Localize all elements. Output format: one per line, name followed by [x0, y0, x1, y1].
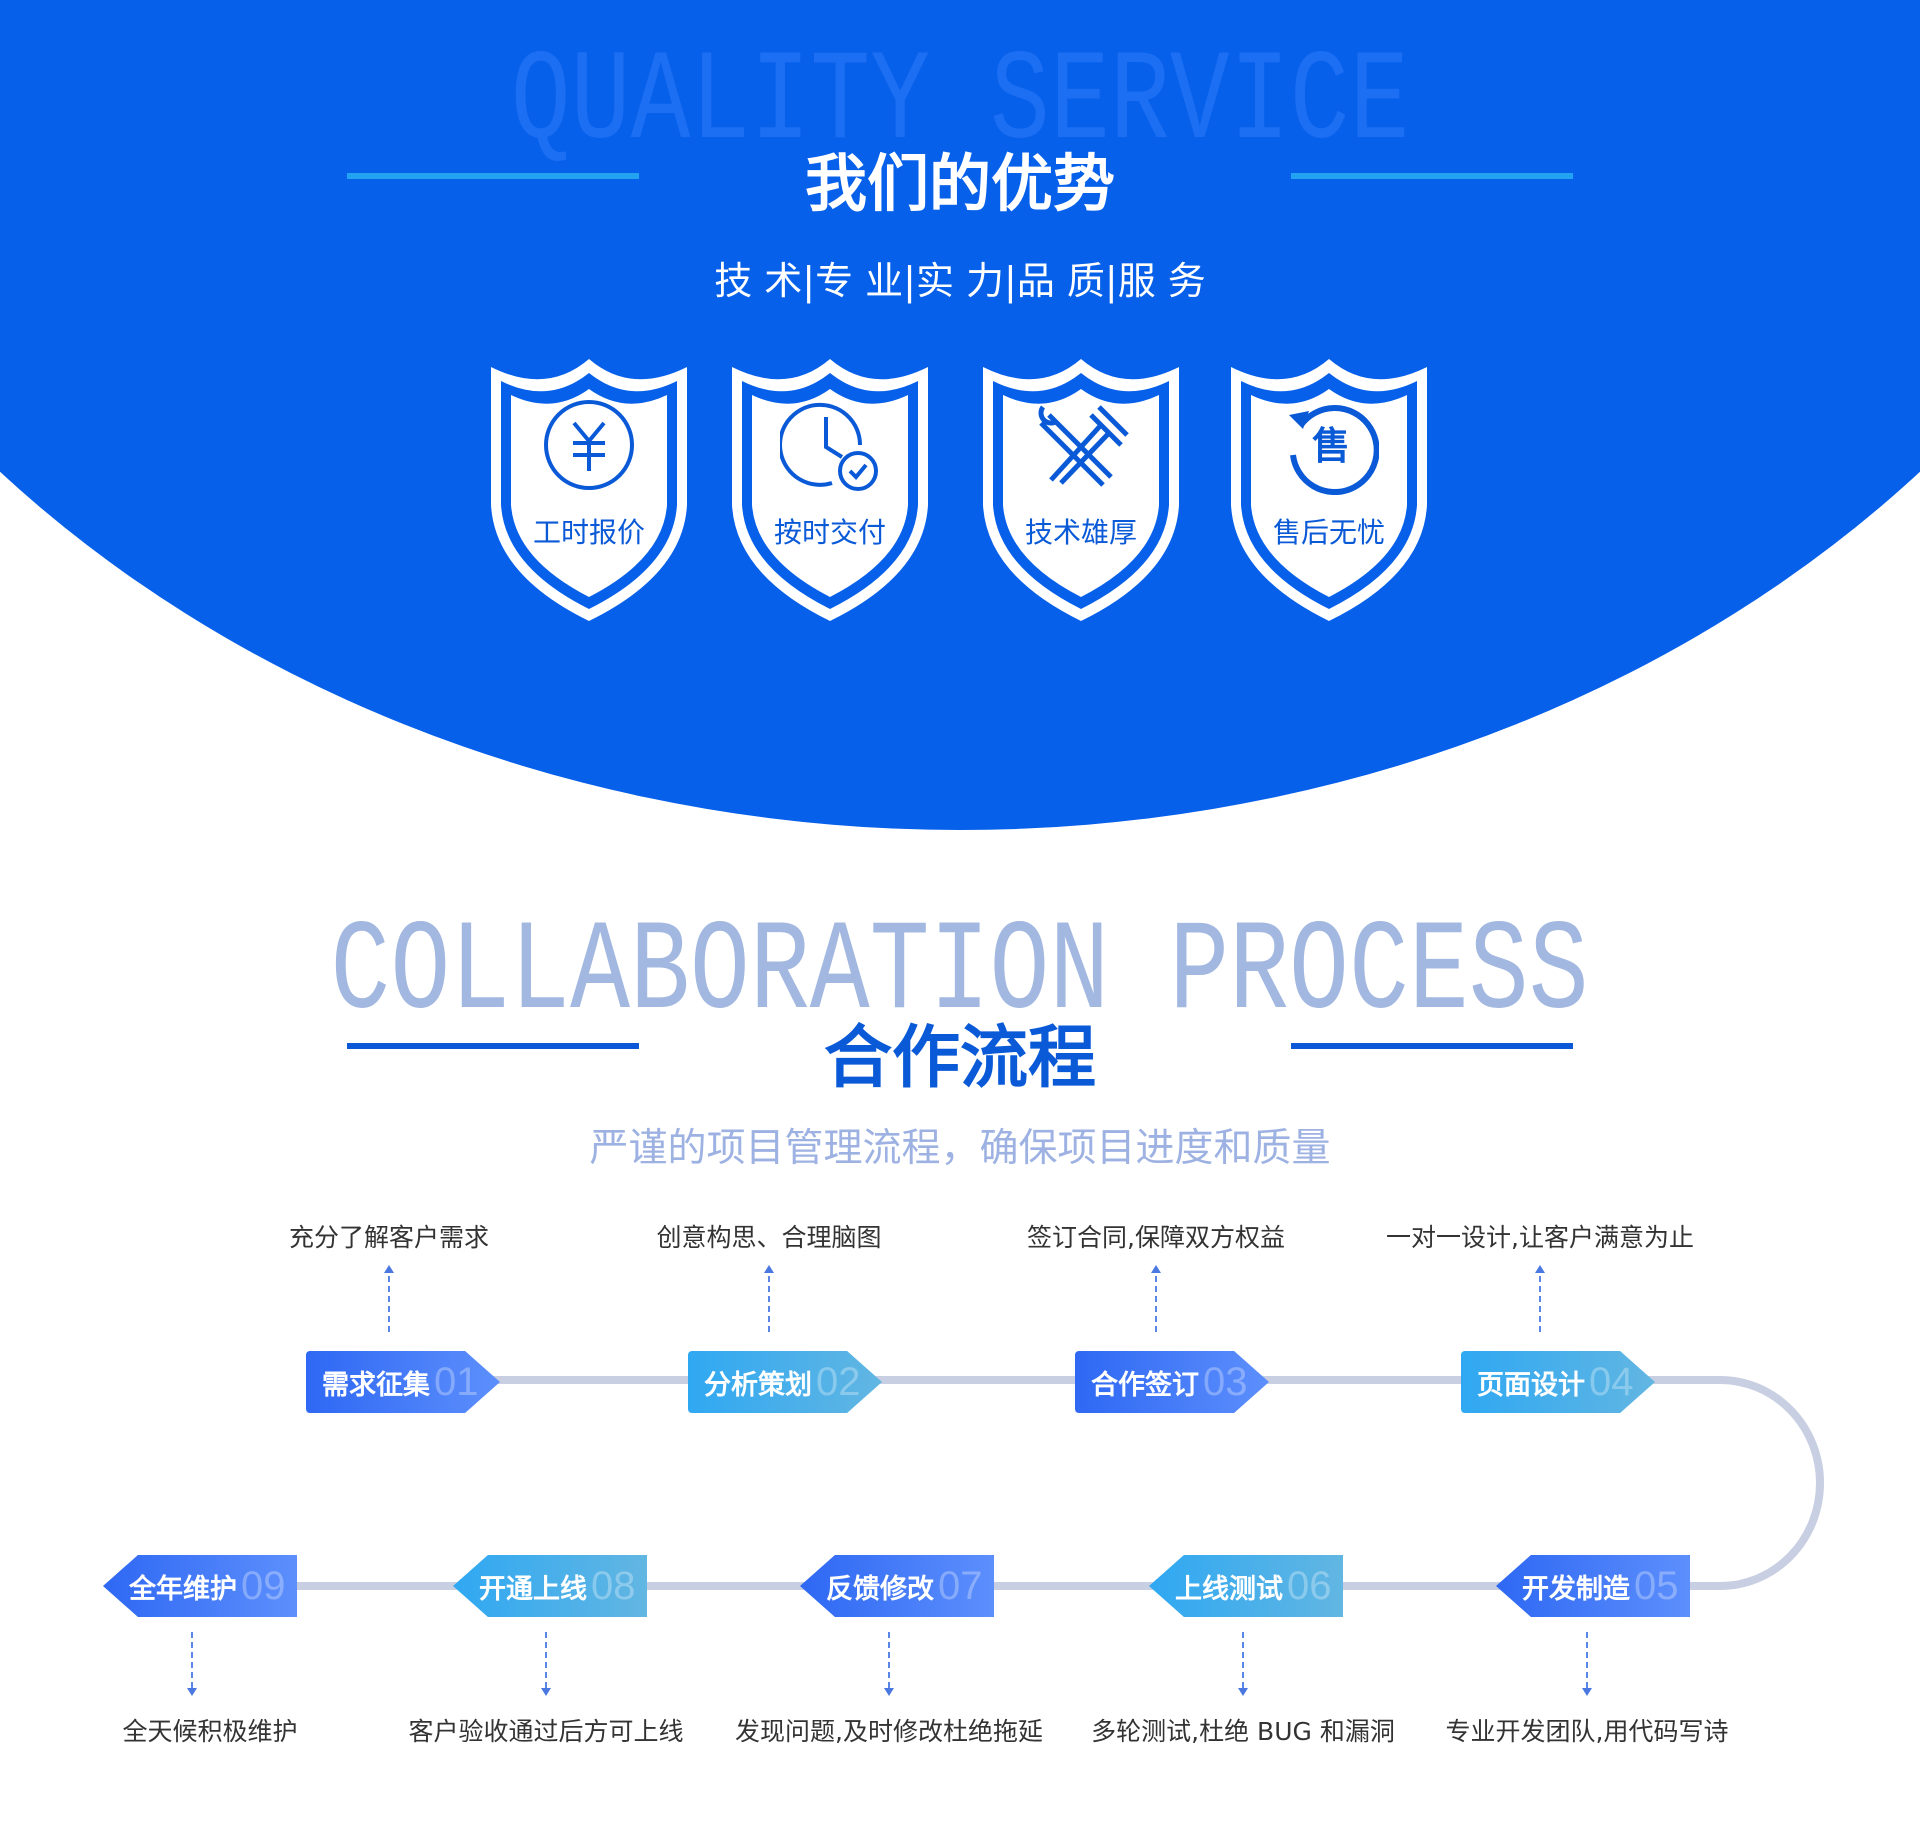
advantage-label: 按时交付 — [773, 516, 886, 549]
advantages-title: 我们的优势 — [804, 147, 1115, 220]
process-divider-left — [347, 1043, 639, 1049]
step-label: 需求征集 — [322, 1369, 430, 1401]
svg-text:售: 售 — [1312, 424, 1350, 468]
dotted-connector — [888, 1632, 890, 1688]
process-title: 合作流程 — [823, 1019, 1096, 1098]
dotted-connector — [768, 1276, 770, 1332]
title-divider-right — [1291, 173, 1573, 179]
advantage-label: 技术雄厚 — [1024, 516, 1137, 549]
advantage-shield: 售 售后无忧 — [1227, 355, 1431, 623]
step-description: 客户验收通过后方可上线 — [408, 1717, 684, 1746]
step-label: 全年维护 — [129, 1573, 237, 1605]
step-label: 上线测试 — [1175, 1573, 1283, 1605]
dotted-connector — [388, 1276, 390, 1332]
advantage-label: 售后无忧 — [1272, 516, 1385, 549]
step-label: 开发制造 — [1522, 1573, 1630, 1605]
step-description: 一对一设计,让客户满意为止 — [1386, 1223, 1694, 1252]
arrow-down-icon — [187, 1688, 197, 1696]
step-number: 01 — [434, 1359, 479, 1404]
step-description: 签订合同,保障双方权益 — [1027, 1223, 1285, 1252]
yuan-icon — [544, 400, 634, 490]
dotted-connector — [191, 1632, 193, 1688]
dotted-connector — [1586, 1632, 1588, 1688]
step-label: 分析策划 — [704, 1369, 812, 1401]
connector-line-top — [480, 1376, 1660, 1384]
title-divider-left — [347, 173, 639, 179]
step-label: 页面设计 — [1477, 1369, 1585, 1401]
step-number: 03 — [1203, 1359, 1248, 1404]
after-sales-icon: 售 — [1289, 405, 1379, 495]
dotted-connector — [545, 1632, 547, 1688]
step-label: 合作签订 — [1091, 1369, 1199, 1401]
step-number: 02 — [816, 1359, 861, 1404]
arrow-up-icon — [764, 1265, 774, 1273]
process-subtitle: 严谨的项目管理流程，确保项目进度和质量 — [589, 1126, 1331, 1171]
dotted-connector — [1242, 1632, 1244, 1688]
arrow-up-icon — [1151, 1265, 1161, 1273]
collaboration-process-watermark: COLLABORATION PROCESS — [330, 901, 1590, 1046]
step-number: 06 — [1287, 1563, 1332, 1608]
step-description: 全天候积极维护 — [122, 1717, 298, 1746]
step-number: 04 — [1589, 1359, 1634, 1404]
step-description: 充分了解客户需求 — [288, 1223, 489, 1252]
arrow-down-icon — [541, 1688, 551, 1696]
arrow-down-icon — [884, 1688, 894, 1696]
connector-curve — [1650, 1376, 1824, 1590]
dotted-connector — [1539, 1276, 1541, 1332]
advantage-shield: 按时交付 — [728, 355, 932, 623]
step-description: 专业开发团队,用代码写诗 — [1445, 1717, 1729, 1746]
step-description: 发现问题,及时修改杜绝拖延 — [735, 1717, 1043, 1746]
arrow-down-icon — [1238, 1688, 1248, 1696]
dotted-connector — [1155, 1276, 1157, 1332]
step-label: 反馈修改 — [826, 1573, 934, 1605]
step-label: 开通上线 — [479, 1573, 587, 1605]
advantage-shield: 技术雄厚 — [979, 355, 1183, 623]
advantage-label: 工时报价 — [532, 516, 645, 549]
advantage-shield: 工时报价 — [487, 355, 691, 623]
step-number: 09 — [241, 1563, 286, 1608]
clock-check-icon — [780, 402, 878, 491]
step-number: 08 — [591, 1563, 636, 1608]
process-divider-right — [1291, 1043, 1573, 1049]
step-number: 05 — [1634, 1563, 1679, 1608]
step-description: 创意构思、合理脑图 — [656, 1223, 882, 1252]
step-description: 多轮测试,杜绝 BUG 和漏洞 — [1091, 1717, 1395, 1746]
arrow-down-icon — [1582, 1688, 1592, 1696]
quality-service-watermark: QUALITY SERVICE — [510, 31, 1410, 176]
arrow-up-icon — [1535, 1265, 1545, 1273]
advantages-subtitle: 技 术|专 业|实 力|品 质|服 务 — [714, 259, 1206, 303]
arrow-up-icon — [384, 1265, 394, 1273]
tools-icon — [1038, 405, 1129, 487]
step-number: 07 — [938, 1563, 983, 1608]
